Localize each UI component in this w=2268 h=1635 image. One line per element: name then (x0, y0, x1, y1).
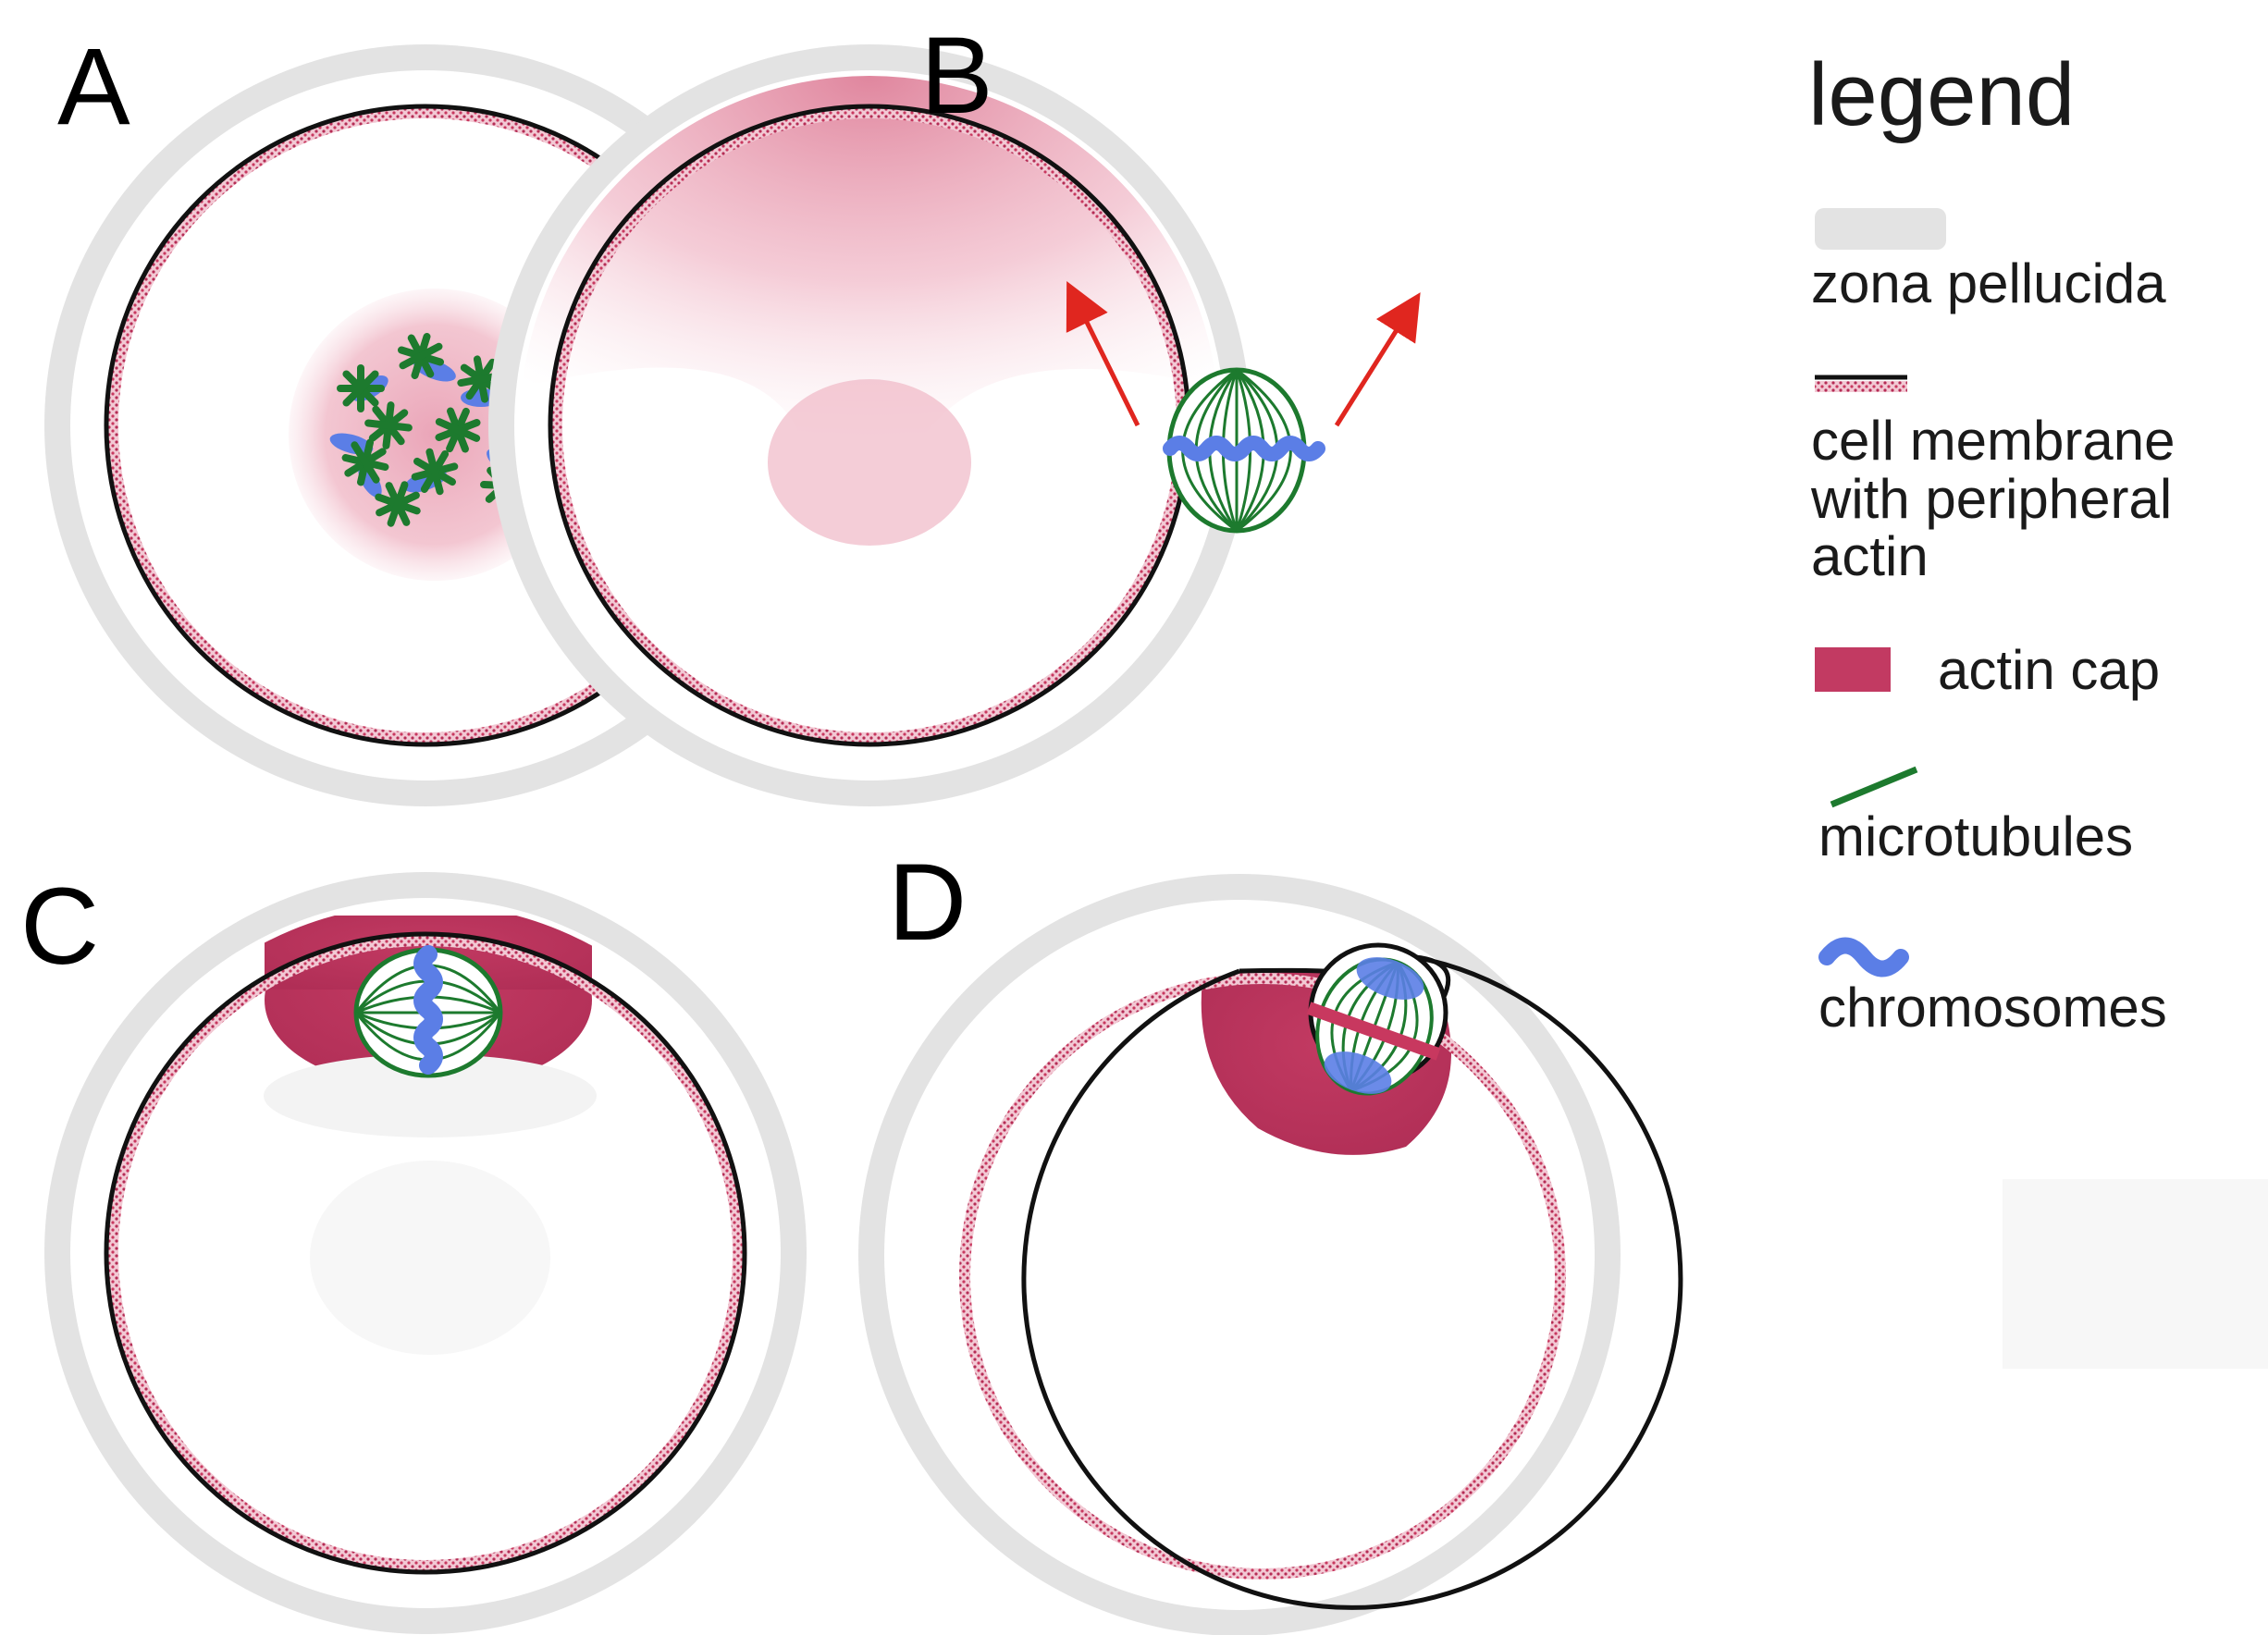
peripheral-actin (107, 935, 744, 1571)
actin-cap-swatch (1815, 647, 1891, 692)
panel-c (44, 872, 807, 1634)
chromosome-set (1324, 1051, 1392, 1094)
microtubule-aster (341, 438, 389, 486)
legend-microtubules: microtubules (1818, 805, 2133, 867)
cell-membrane (1021, 954, 1683, 1610)
legend-zona-pellucida: zona pellucida (1811, 252, 2166, 314)
movement-arrow-right (1334, 292, 1421, 427)
microtubule (387, 481, 409, 527)
peripheral-actin (959, 973, 1566, 1580)
faint-shadow (264, 1054, 597, 1137)
chromosome-set (1356, 957, 1424, 1000)
microtubule-aster (411, 448, 459, 496)
faint-background-patch (2003, 1179, 2268, 1369)
microtubule-aster (397, 332, 445, 380)
movement-arrow-left (1066, 281, 1140, 427)
microtubule (425, 448, 444, 496)
panel-label-b: B (920, 15, 993, 137)
legend-membrane-line3: actin (1811, 525, 1929, 587)
actin-constriction (1306, 1002, 1441, 1061)
legend-title: legend (1808, 45, 2075, 144)
legend: legend zona pellucida cell membrane with… (1808, 45, 2176, 1039)
microtubule-swatch (1830, 766, 1918, 808)
panel-b (488, 44, 1421, 806)
legend-actin-cap: actin cap (1938, 639, 2160, 701)
panel-label-d: D (888, 842, 967, 964)
legend-chromosomes: chromosomes (1818, 977, 2167, 1039)
meiotic-spindle (1163, 367, 1325, 534)
microtubule (399, 342, 443, 370)
microtubule (435, 418, 481, 442)
chromosome-plate (413, 945, 443, 1075)
legend-membrane-line1: cell membrane (1811, 410, 2176, 472)
microtubule (342, 370, 379, 407)
polar-body-bulge (1306, 942, 1448, 1096)
microtubule (364, 419, 413, 432)
panel-d (858, 874, 1683, 1635)
meiotic-spindle (353, 945, 503, 1078)
panel-label-c: C (20, 866, 99, 988)
actin-cloud (520, 76, 1219, 518)
panel-label-a: A (57, 26, 130, 148)
cell-membrane (104, 931, 747, 1575)
microtubule-aster (364, 401, 413, 449)
chromosome-plate (1163, 436, 1325, 461)
actin-cloud-spindle (768, 379, 971, 546)
microtubule (351, 441, 380, 484)
microtubule-aster (337, 364, 385, 412)
zona-pellucida-swatch (1815, 208, 1946, 250)
microtubule-aster (435, 407, 481, 453)
microtubule-aster (375, 481, 421, 527)
chromosome-swatch (1818, 937, 1909, 977)
membrane-swatch-actin (1815, 381, 1907, 392)
legend-membrane-line2: with peripheral (1810, 468, 2172, 530)
faint-shadow (310, 1161, 550, 1355)
